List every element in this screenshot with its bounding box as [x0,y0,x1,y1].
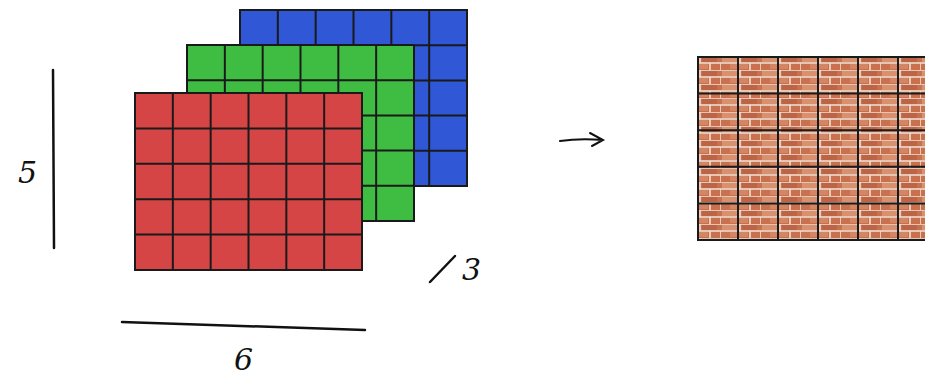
transform-arrow [560,133,603,146]
grid-line [737,57,739,240]
dimension-label: 5 [18,158,37,188]
grid-line [285,93,287,270]
grid-line [698,166,925,168]
grid-line [857,57,859,240]
grid-line [210,93,212,270]
brick-image-fill [698,57,925,240]
dimension-label: 6 [234,345,253,375]
grid-line [375,45,377,221]
grid-line [187,79,414,81]
grid-line [135,163,362,165]
brick-image [698,57,925,240]
grid-line [248,93,250,270]
grid-line [897,57,899,240]
grid-line [135,234,362,236]
dimension-label-box: 3 [462,255,481,285]
dimension-label-box: 5 [18,158,37,188]
red-channel-fill [135,93,362,270]
width-dimension-line [122,322,365,330]
grid-line [817,57,819,240]
red-channel [135,93,362,270]
grid-line [698,202,925,204]
grid-line [323,93,325,270]
depth-dimension-line [430,256,455,282]
height-dimension-line [53,70,54,248]
grid-line [698,129,925,131]
grid-line [135,127,362,129]
grid-line [135,198,362,200]
dimension-label-box: 6 [234,345,253,375]
grid-line [698,93,925,95]
grid-line [428,10,430,186]
dimension-label: 3 [462,255,481,285]
grid-line [172,93,174,270]
grid-line [777,57,779,240]
